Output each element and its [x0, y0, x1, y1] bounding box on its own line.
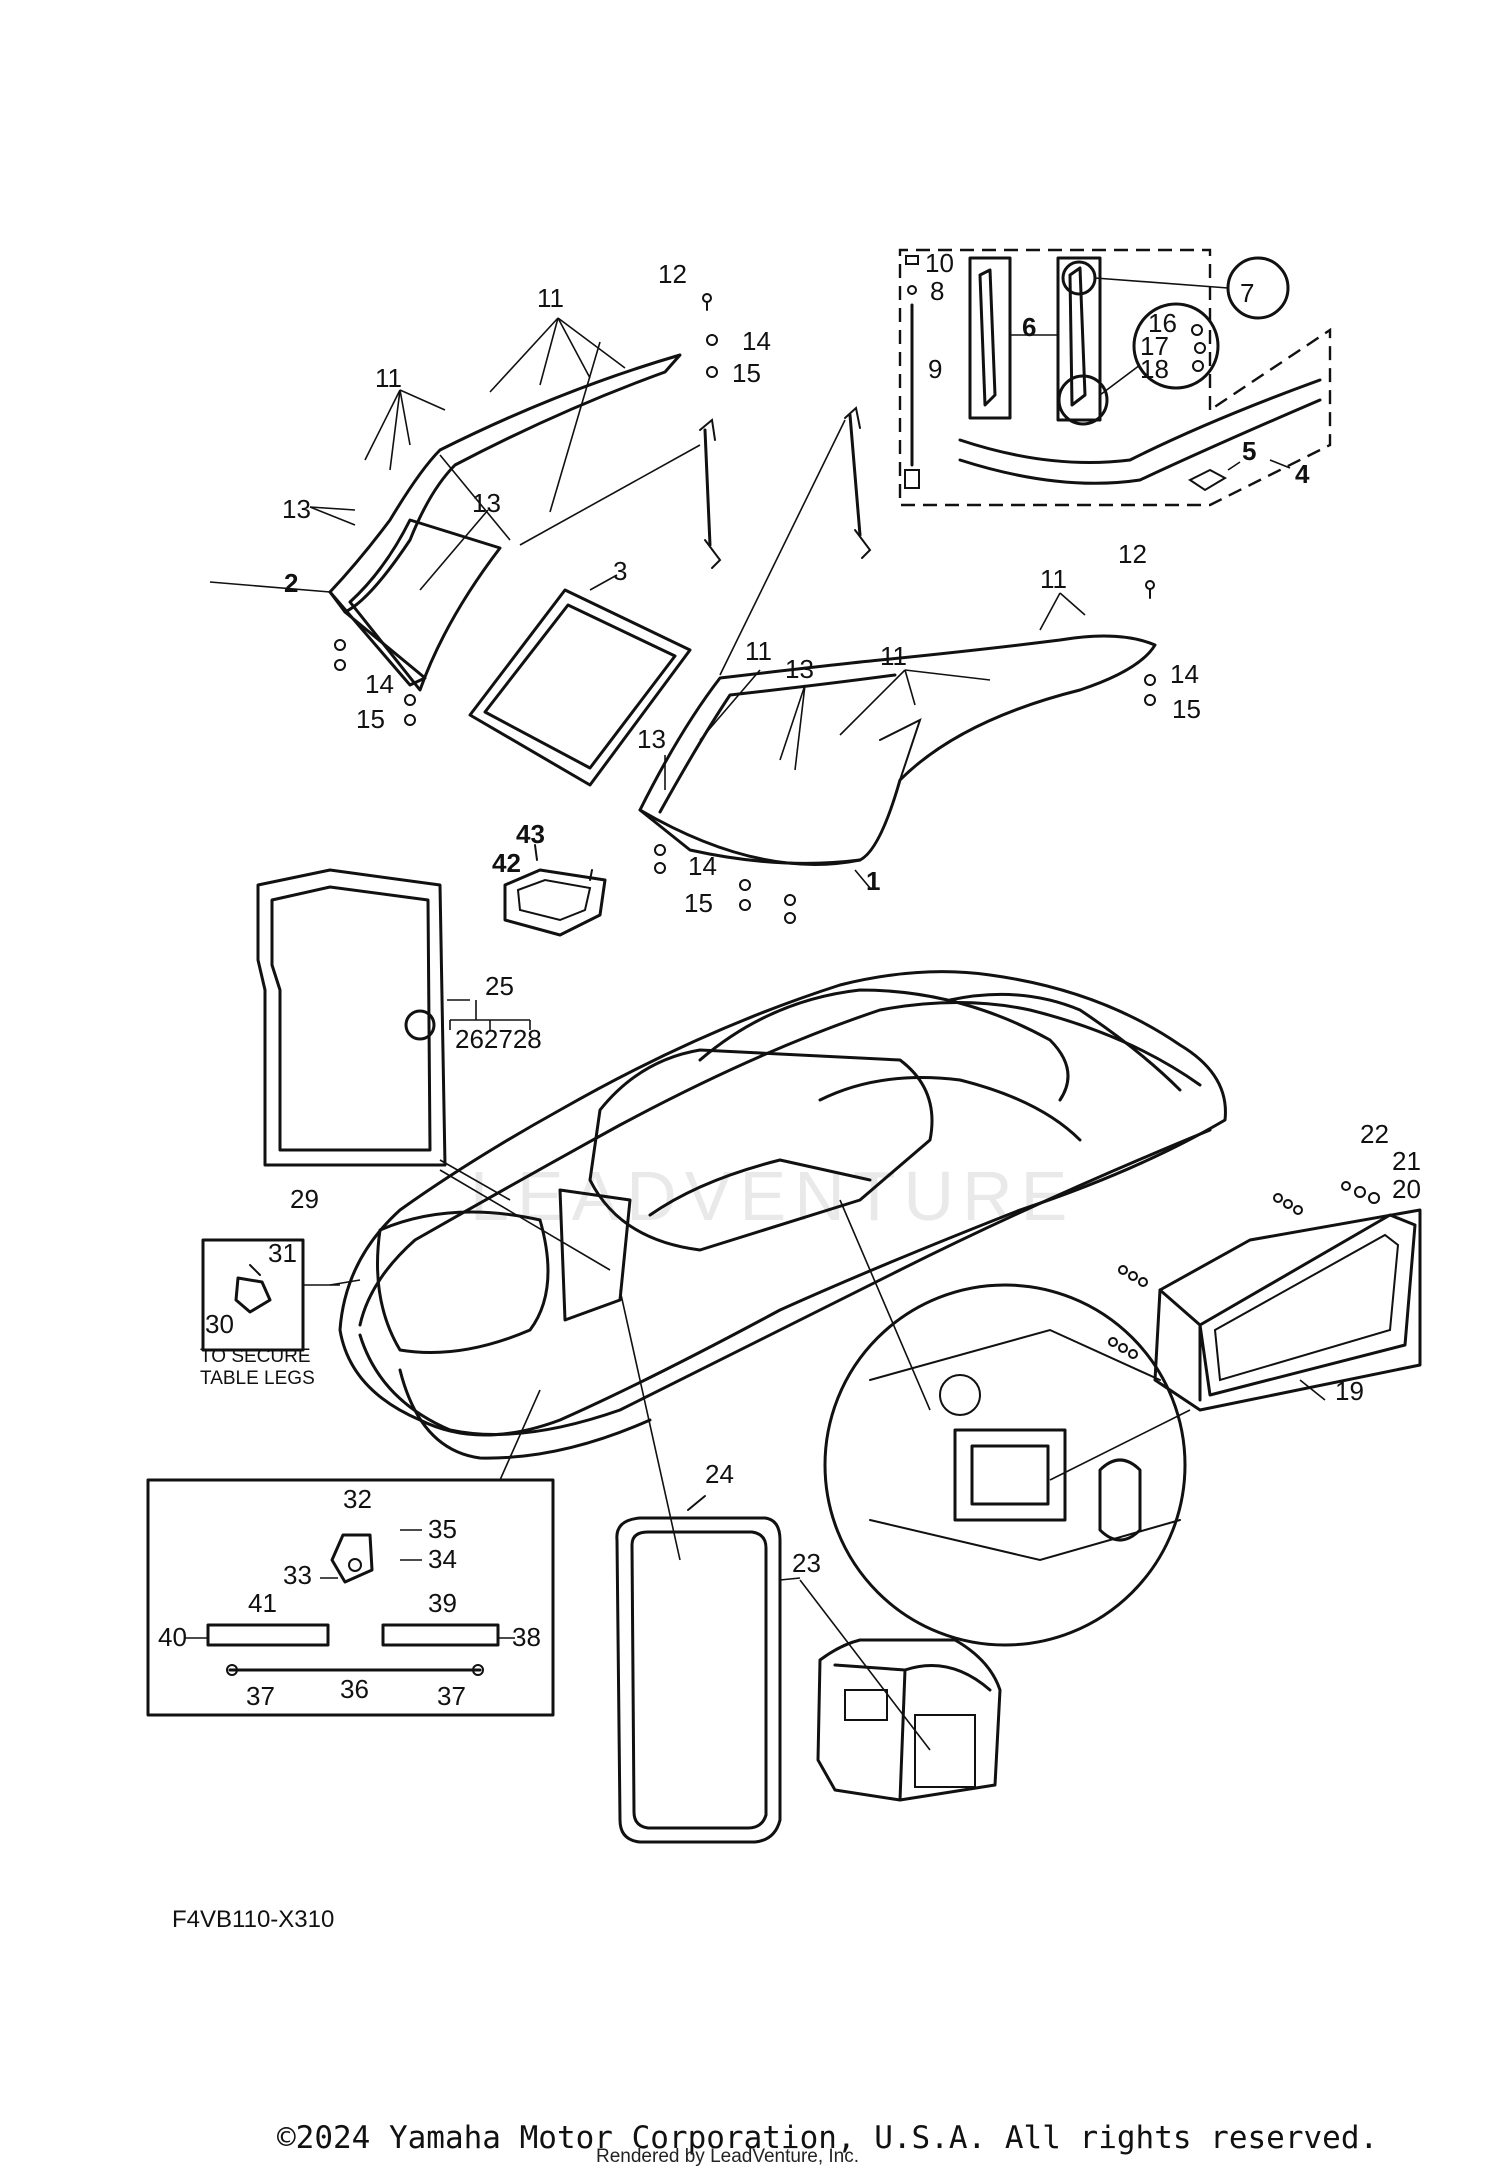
callout-33: 33: [283, 1560, 312, 1590]
callout-40: 40: [158, 1622, 187, 1652]
magnified-detail-circle: [823, 1283, 1191, 1647]
callout-11-right-left: 11: [745, 636, 772, 666]
callout-37-left: 37: [246, 1681, 275, 1711]
callout-41: 41: [248, 1588, 277, 1618]
leader-lines: [209, 317, 1086, 889]
callout-36: 36: [340, 1674, 369, 1704]
callout-22: 22: [1360, 1119, 1389, 1149]
callout-11-right-top: 11: [1040, 564, 1067, 594]
callout-24: 24: [705, 1459, 734, 1489]
callout-4: 4: [1295, 459, 1310, 489]
callout-13-left: 13: [282, 494, 311, 524]
callout-21: 21: [1392, 1146, 1421, 1176]
callout-42: 42: [492, 848, 521, 878]
callout-6: 6: [1022, 312, 1036, 342]
fasteners: [334, 293, 1156, 924]
diagram-reference-code: F4VB110-X310: [172, 1906, 334, 1933]
callout-38: 38: [512, 1622, 541, 1652]
callout-10: 10: [925, 248, 954, 278]
callout-30: 30: [205, 1309, 234, 1339]
callout-13-right: 13: [785, 654, 814, 684]
callout-9: 9: [928, 354, 942, 384]
watermark: LEADVENTURE: [470, 1157, 1075, 1235]
cup-holder: [503, 844, 607, 937]
callout-23: 23: [792, 1548, 821, 1578]
windshield-right-panel: [638, 634, 1157, 866]
callout-34: 34: [428, 1544, 457, 1574]
callout-14-lower: 14: [688, 851, 717, 881]
bow-cover: [256, 868, 531, 1201]
callout-13-right-low: 13: [637, 724, 666, 754]
table-legs-note-line1: TO SECURE: [200, 1346, 311, 1367]
callout-7: 7: [1240, 278, 1254, 308]
rendered-by-footer: Rendered by LeadVenture, Inc.: [596, 2146, 859, 2166]
table-leg-clip-detail: [201, 1238, 340, 1352]
callout-12-top: 12: [658, 259, 687, 289]
callout-1: 1: [866, 866, 880, 896]
windshield-hardware-kit: [898, 248, 1332, 507]
side-storage-box: [1108, 1181, 1422, 1412]
callout-12-right: 12: [1118, 539, 1147, 569]
callout-15-left: 15: [356, 704, 385, 734]
callout-5: 5: [1242, 436, 1256, 466]
callout-35: 35: [428, 1514, 457, 1544]
callout-17: 17: [1140, 331, 1169, 361]
bracket-detail-box: [146, 1478, 555, 1717]
callout-14-right: 14: [1170, 659, 1199, 689]
windshield-left-panel: [328, 353, 682, 692]
callout-14-left: 14: [365, 669, 394, 699]
callout-8: 8: [930, 276, 944, 306]
copyright-footer: ©2024 Yamaha Motor Corporation, U.S.A. A…: [277, 2120, 1378, 2156]
callout-11-left: 11: [375, 363, 402, 393]
storage-bin: [816, 1638, 1002, 1802]
storage-hatch-lid: [615, 1495, 931, 1844]
callout-2: 2: [284, 568, 298, 598]
callout-25: 25: [485, 971, 514, 1001]
callout-19: 19: [1335, 1376, 1364, 1406]
boat-hull: [329, 970, 1227, 1561]
callout-15-right: 15: [1172, 694, 1201, 724]
callout-13-mid: 13: [472, 488, 501, 518]
windshield-struts: [519, 406, 872, 676]
table-legs-note-line2: TABLE LEGS: [200, 1368, 315, 1389]
callout-labels: 1 2 3 4 5 6 7 8 9 10 11 11 11 11 11 12 1…: [158, 248, 1421, 1711]
callout-11-right-mid: 11: [880, 641, 907, 671]
callout-32: 32: [343, 1484, 372, 1514]
callout-39: 39: [428, 1588, 457, 1618]
callout-43: 43: [516, 819, 545, 849]
callout-31: 31: [268, 1238, 297, 1268]
callout-15-top: 15: [732, 358, 761, 388]
callout-18: 18: [1140, 354, 1169, 384]
windshield-center-panel: [468, 588, 692, 787]
callout-15-lower: 15: [684, 888, 713, 918]
callout-16: 16: [1148, 308, 1177, 338]
callout-37-right: 37: [437, 1681, 466, 1711]
callout-11-top: 11: [537, 283, 564, 313]
callout-14-top: 14: [742, 326, 771, 356]
callout-20: 20: [1392, 1174, 1421, 1204]
callout-3: 3: [613, 556, 627, 586]
callout-29: 29: [290, 1184, 319, 1214]
callout-26-27-28: 262728: [455, 1024, 542, 1054]
